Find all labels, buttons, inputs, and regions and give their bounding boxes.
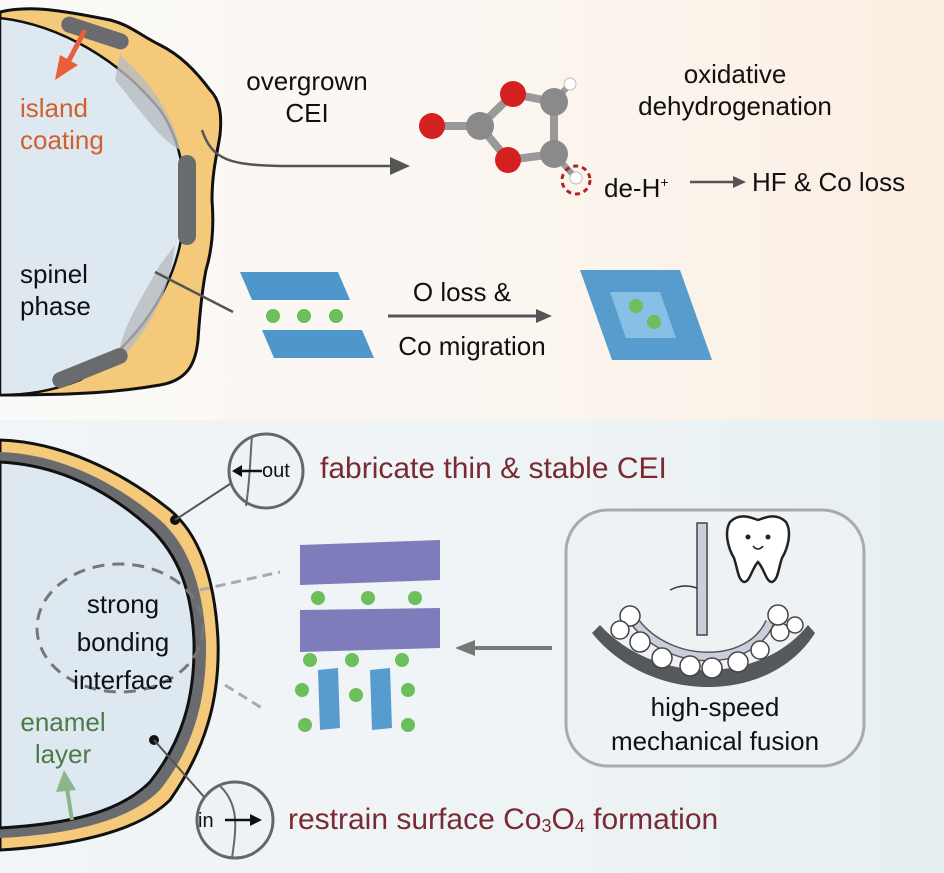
layered-structure-crystal (240, 272, 374, 358)
restrain-co3o4-text: restrain surface Co3O4 formation (288, 803, 719, 837)
in-arrow-icon (250, 814, 262, 826)
mechanical-fusion-label: high-speed mechanical fusion (610, 692, 820, 756)
co-migration-label: Co migration (398, 331, 546, 361)
enamel-layer-label: enamel layer (20, 707, 106, 769)
strong-bonding-interface-label: strong bonding interface (73, 589, 173, 695)
out-arrow-icon (232, 465, 242, 477)
ethylene-carbonate-molecule (419, 77, 592, 196)
spinel-phase-texture (115, 55, 180, 150)
island-coating-patch (61, 16, 129, 50)
composite-crystal-structure (295, 540, 440, 732)
fusion-arrow-icon (455, 640, 475, 656)
mechanical-fusion-box (564, 508, 866, 768)
de-h-label: de-H+ (604, 173, 669, 203)
particle-core (0, 460, 196, 830)
spinel-phase-label: spinel phase (20, 259, 91, 321)
hf-co-loss-label: HF & Co loss (752, 167, 906, 197)
dehydrogenation-highlight-circle (560, 164, 592, 196)
milling-balls (610, 604, 804, 679)
o-loss-label: O loss & (412, 277, 512, 307)
island-coating-patch (52, 348, 128, 388)
out-label: out (262, 460, 290, 482)
overgrown-cei-label: overgrown CEI (246, 66, 368, 128)
rotor-shaft (696, 522, 708, 636)
bottom-panel-graphics (0, 432, 866, 860)
fabricate-cei-text: fabricate thin & stable CEI (320, 452, 667, 485)
arrow-head-icon (390, 157, 410, 175)
oxidative-dehydrogenation-label: oxidative dehydrogenation (638, 59, 832, 121)
cei-arrow (200, 129, 395, 168)
in-label: in (198, 810, 214, 832)
bottom-panel-enamel-strategy: strong bonding interface enamel layer ou… (0, 420, 944, 873)
spinel-structure-crystal (580, 270, 712, 360)
arrow-head-icon (536, 309, 552, 323)
tooth-icon (725, 515, 791, 584)
arrow-head-icon (733, 176, 746, 188)
enamel-arrow-icon (56, 770, 76, 792)
top-panel-failure-mechanism: island coating spinel phase overgrown CE… (0, 0, 944, 420)
top-panel-graphics (0, 7, 746, 397)
island-coating-label: island coating (20, 93, 104, 155)
island-coating-patch (178, 155, 196, 245)
island-arrow-icon (55, 55, 78, 80)
interface-dashed-circle (35, 562, 205, 694)
